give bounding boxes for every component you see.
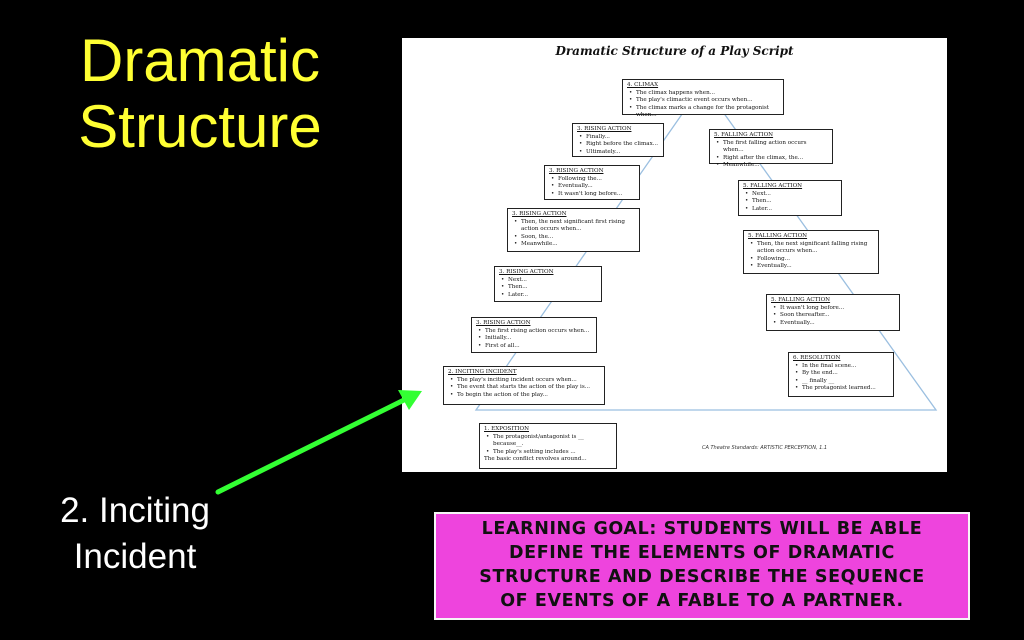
learning-goal-box: LEARNING GOAL: STUDENTS WILL BE ABLE DEF… [434,512,970,620]
rising-action-item: Later... [501,292,597,300]
falling-action-box-4: 5. FALLING ACTION It wasn't long before.… [766,294,900,331]
slide-title-line-2: Structure [78,93,322,160]
resolution-item: By the end... [795,370,889,378]
learning-goal-line-2: DEFINE THE ELEMENTS OF DRAMATIC [509,543,895,563]
inciting-incident-item: The play's inciting incident occurs when… [450,377,600,385]
worksheet-image: Dramatic Structure of a Play Script 4. C… [402,38,947,472]
rising-action-item: Soon, the... [514,234,635,242]
falling-action-item: It wasn't long before... [773,305,895,313]
inciting-incident-heading: 2. INCITING INCIDENT [448,369,517,375]
rising-action-heading: 3. RISING ACTION [499,269,554,275]
climax-item: The climax marks a change for the protag… [629,105,779,120]
rising-action-item: Meanwhile... [514,241,635,249]
rising-action-item: Following the... [551,176,635,184]
rising-action-item: First of all... [478,343,592,351]
resolution-box: 6. RESOLUTION In the final scene... By t… [788,352,894,397]
slide-title-line-1: Dramatic [79,27,321,94]
falling-action-item: Right after the climax, the... [716,155,828,163]
inciting-incident-item: The event that starts the action of the … [450,384,600,392]
rising-action-item: Next... [501,277,597,285]
falling-action-item: Eventually... [750,263,874,271]
resolution-item: __ finally __ [795,378,889,386]
inciting-incident-item: To begin the action of the play... [450,392,600,400]
climax-heading: 4. CLIMAX [627,82,659,88]
falling-action-item: Then... [745,198,837,206]
falling-action-item: Following... [750,256,874,264]
falling-action-item: Soon thereafter... [773,312,895,320]
inciting-incident-box: 2. INCITING INCIDENT The play's inciting… [443,366,605,405]
exposition-item: The play's setting includes ... [486,449,612,457]
climax-box: 4. CLIMAX The climax happens when... The… [622,79,784,118]
rising-action-box-3: 3. RISING ACTION Then, the next signific… [507,208,640,252]
caption-line-2: Incident [73,537,197,576]
rising-action-box-2: 3. RISING ACTION Following the... Eventu… [544,165,640,200]
rising-action-item: Then, the next significant first rising … [514,219,635,234]
caption-inciting-incident: 2. Inciting Incident [30,488,240,580]
falling-action-heading: 5. FALLING ACTION [771,297,831,303]
falling-action-item: The first falling action occurs when... [716,140,828,155]
rising-action-box-4: 3. RISING ACTION Next... Then... Later..… [494,266,602,302]
rising-action-box-5: 3. RISING ACTION The first rising action… [471,317,597,353]
rising-action-heading: 3. RISING ACTION [512,211,567,217]
caption-line-1: 2. Inciting [60,491,210,530]
rising-action-heading: 3. RISING ACTION [577,126,632,132]
learning-goal-line-3: STRUCTURE AND DESCRIBE THE SEQUENCE [479,567,925,587]
falling-action-item: Later... [745,206,837,214]
rising-action-item: Initially... [478,335,592,343]
falling-action-item: Then, the next significant falling risin… [750,241,874,256]
rising-action-item: It wasn't long before... [551,191,635,199]
falling-action-item: Meanwhile... [716,162,828,170]
exposition-box: 1. EXPOSITION The protagonist/antagonist… [479,423,617,469]
rising-action-item: Right before the climax... [579,141,659,149]
falling-action-heading: 5. FALLING ACTION [714,132,774,138]
falling-action-heading: 5. FALLING ACTION [748,233,808,239]
rising-action-heading: 3. RISING ACTION [549,168,604,174]
resolution-heading: 6. RESOLUTION [793,355,841,361]
exposition-item: The protagonist/antagonist is __ because… [486,434,612,449]
learning-goal-line-4: OF EVENTS OF A FABLE TO A PARTNER. [500,591,904,611]
rising-action-heading: 3. RISING ACTION [476,320,531,326]
climax-item: The play's climactic event occurs when..… [629,97,779,105]
rising-action-item: Then... [501,284,597,292]
rising-action-item: The first rising action occurs when... [478,328,592,336]
worksheet-title: Dramatic Structure of a Play Script [555,44,794,58]
standards-note: CA Theatre Standards: ARTISTIC PERCEPTIO… [702,445,828,451]
falling-action-box-3: 5. FALLING ACTION Then, the next signifi… [743,230,879,274]
rising-action-box-1: 3. RISING ACTION Finally... Right before… [572,123,664,157]
exposition-conflict-text: The basic conflict revolves around... [484,456,587,463]
falling-action-item: Eventually... [773,320,895,328]
rising-action-item: Finally... [579,134,659,142]
falling-action-box-1: 5. FALLING ACTION The first falling acti… [709,129,833,170]
learning-goal-line-1: LEARNING GOAL: STUDENTS WILL BE ABLE [481,519,923,539]
falling-action-heading: 5. FALLING ACTION [743,183,803,189]
falling-action-item: Next... [745,191,837,199]
falling-action-box-2: 5. FALLING ACTION Next... Then... Later.… [738,180,842,216]
exposition-heading: 1. EXPOSITION [484,426,529,432]
resolution-item: The protagonist learned... [795,385,889,393]
rising-action-item: Ultimately... [579,149,659,157]
rising-action-item: Eventually... [551,183,635,191]
slide-title: Dramatic Structure [40,28,360,160]
climax-item: The climax happens when... [629,90,779,98]
resolution-item: In the final scene... [795,363,889,371]
